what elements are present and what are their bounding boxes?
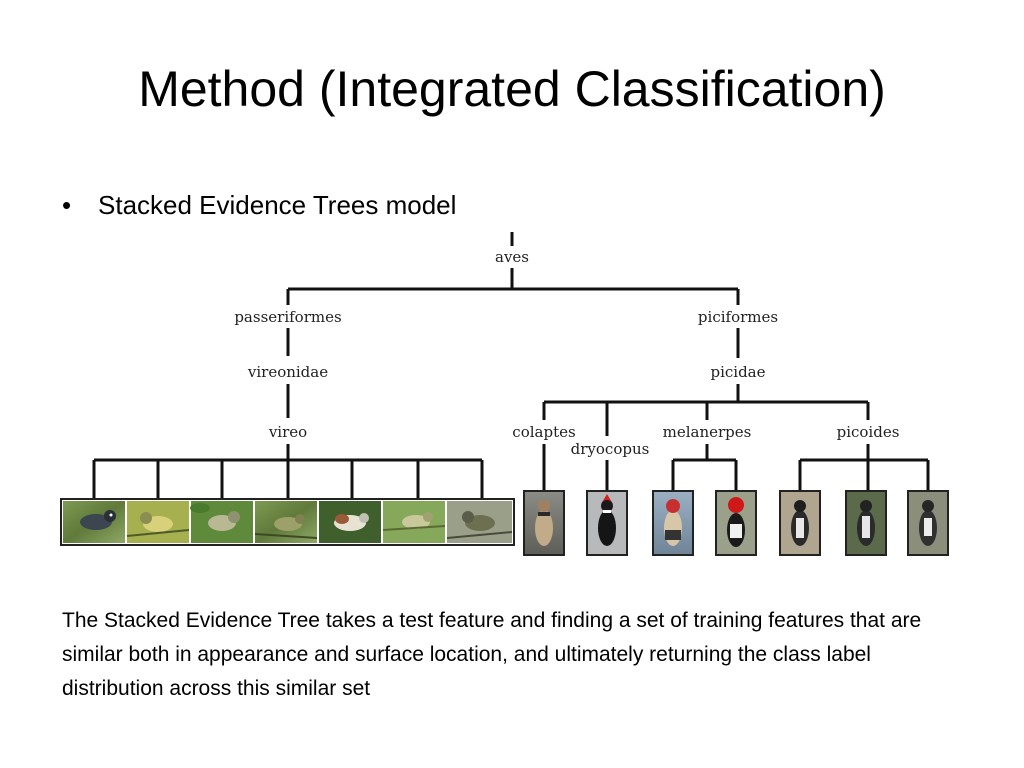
bird-photo [63,501,125,543]
tree-edges [92,232,930,500]
bird-photo [319,501,381,543]
slide-title: Method (Integrated Classification) [138,61,886,117]
node-piciformes: piciformes [698,308,778,326]
caption-text: The Stacked Evidence Tree takes a test f… [62,609,922,700]
node-vireonidae: vireonidae [247,363,328,381]
bird-photo [779,490,821,556]
bird-photo [523,490,565,556]
bird-photo [254,501,318,543]
node-picoides: picoides [837,423,900,441]
node-melanerpes: melanerpes [663,423,752,441]
bird-photo [446,501,513,543]
bird-photo [652,490,694,556]
node-picidae: picidae [710,363,765,381]
node-dryocopus: dryocopus [571,440,650,458]
bird-photo [126,501,190,543]
bird-photo [382,501,446,543]
bird-photo [845,490,887,556]
node-vireo: vireo [268,423,307,441]
bird-photo [190,501,253,543]
bird-photo [907,490,949,556]
bullet-dot: • [62,190,72,220]
node-aves: aves [495,248,529,266]
woodpecker-photos [523,490,949,556]
node-colaptes: colaptes [512,423,575,441]
bullet-text: Stacked Evidence Trees model [98,190,457,220]
bird-photo [586,490,628,556]
bird-photo [715,490,757,556]
vireo-photo-strip [60,498,515,546]
bullet-item: • Stacked Evidence Trees model [62,190,456,220]
node-passeriformes: passeriformes [234,308,341,326]
